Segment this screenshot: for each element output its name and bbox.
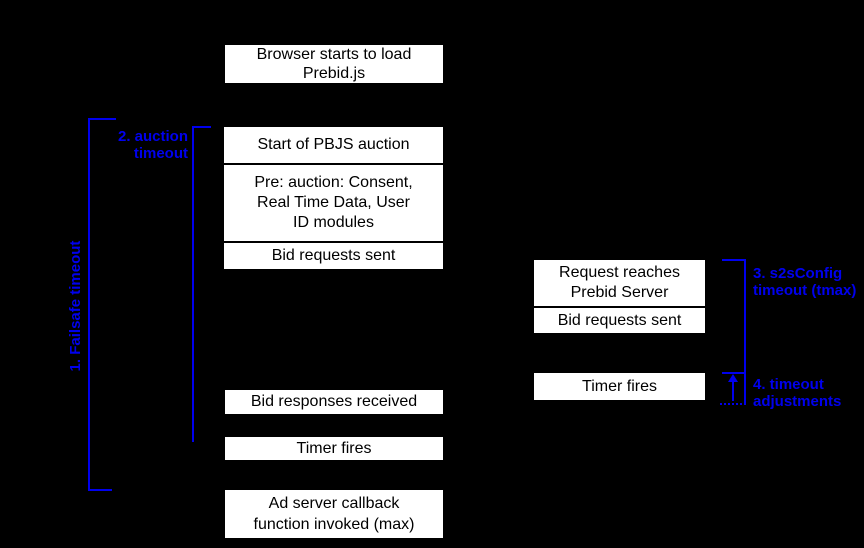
s2s-bracket-tick-mid bbox=[722, 372, 746, 374]
label-s2s-timeout: 3. s2sConfig timeout (tmax) bbox=[753, 265, 857, 299]
server-stack: Request reaches Prebid Server Bid reques… bbox=[534, 260, 705, 333]
s2s-bracket-line bbox=[744, 259, 746, 405]
box-timer-fires-server: Timer fires bbox=[534, 373, 705, 400]
failsafe-bracket-tick-top bbox=[88, 118, 116, 120]
box-request-reaches-server: Request reaches Prebid Server bbox=[534, 260, 705, 306]
label-timeout-adjustments: 4. timeout adjustments bbox=[753, 376, 842, 410]
s2s-bracket-tick-top bbox=[722, 259, 746, 261]
label-auction-timeout: 2. auction timeout bbox=[117, 128, 188, 162]
adjustment-dotted-line bbox=[720, 403, 746, 405]
adjustment-arrow-up-icon bbox=[728, 374, 738, 382]
box-start-of-auction: Start of PBJS auction bbox=[224, 127, 443, 163]
box-bid-requests-sent-client: Bid requests sent bbox=[224, 241, 443, 269]
box-pre-auction-modules: Pre: auction: Consent, Real Time Data, U… bbox=[224, 163, 443, 241]
adjustment-arrow-shaft bbox=[732, 381, 734, 401]
box-bid-responses-received: Bid responses received bbox=[225, 390, 443, 414]
label-failsafe-timeout: 1. Failsafe timeout bbox=[67, 240, 84, 372]
box-browser-starts-load: Browser starts to load Prebid.js bbox=[225, 45, 443, 83]
auction-bracket-tick-top bbox=[192, 126, 211, 128]
box-bid-requests-sent-server: Bid requests sent bbox=[534, 306, 705, 333]
failsafe-bracket-tick-bottom bbox=[88, 489, 112, 491]
box-timer-fires-client: Timer fires bbox=[225, 437, 443, 460]
auction-bracket-line bbox=[192, 126, 194, 442]
box-ad-server-callback: Ad server callback function invoked (max… bbox=[225, 490, 443, 538]
auction-stack: Start of PBJS auction Pre: auction: Cons… bbox=[224, 127, 443, 269]
failsafe-bracket-line bbox=[88, 118, 90, 491]
